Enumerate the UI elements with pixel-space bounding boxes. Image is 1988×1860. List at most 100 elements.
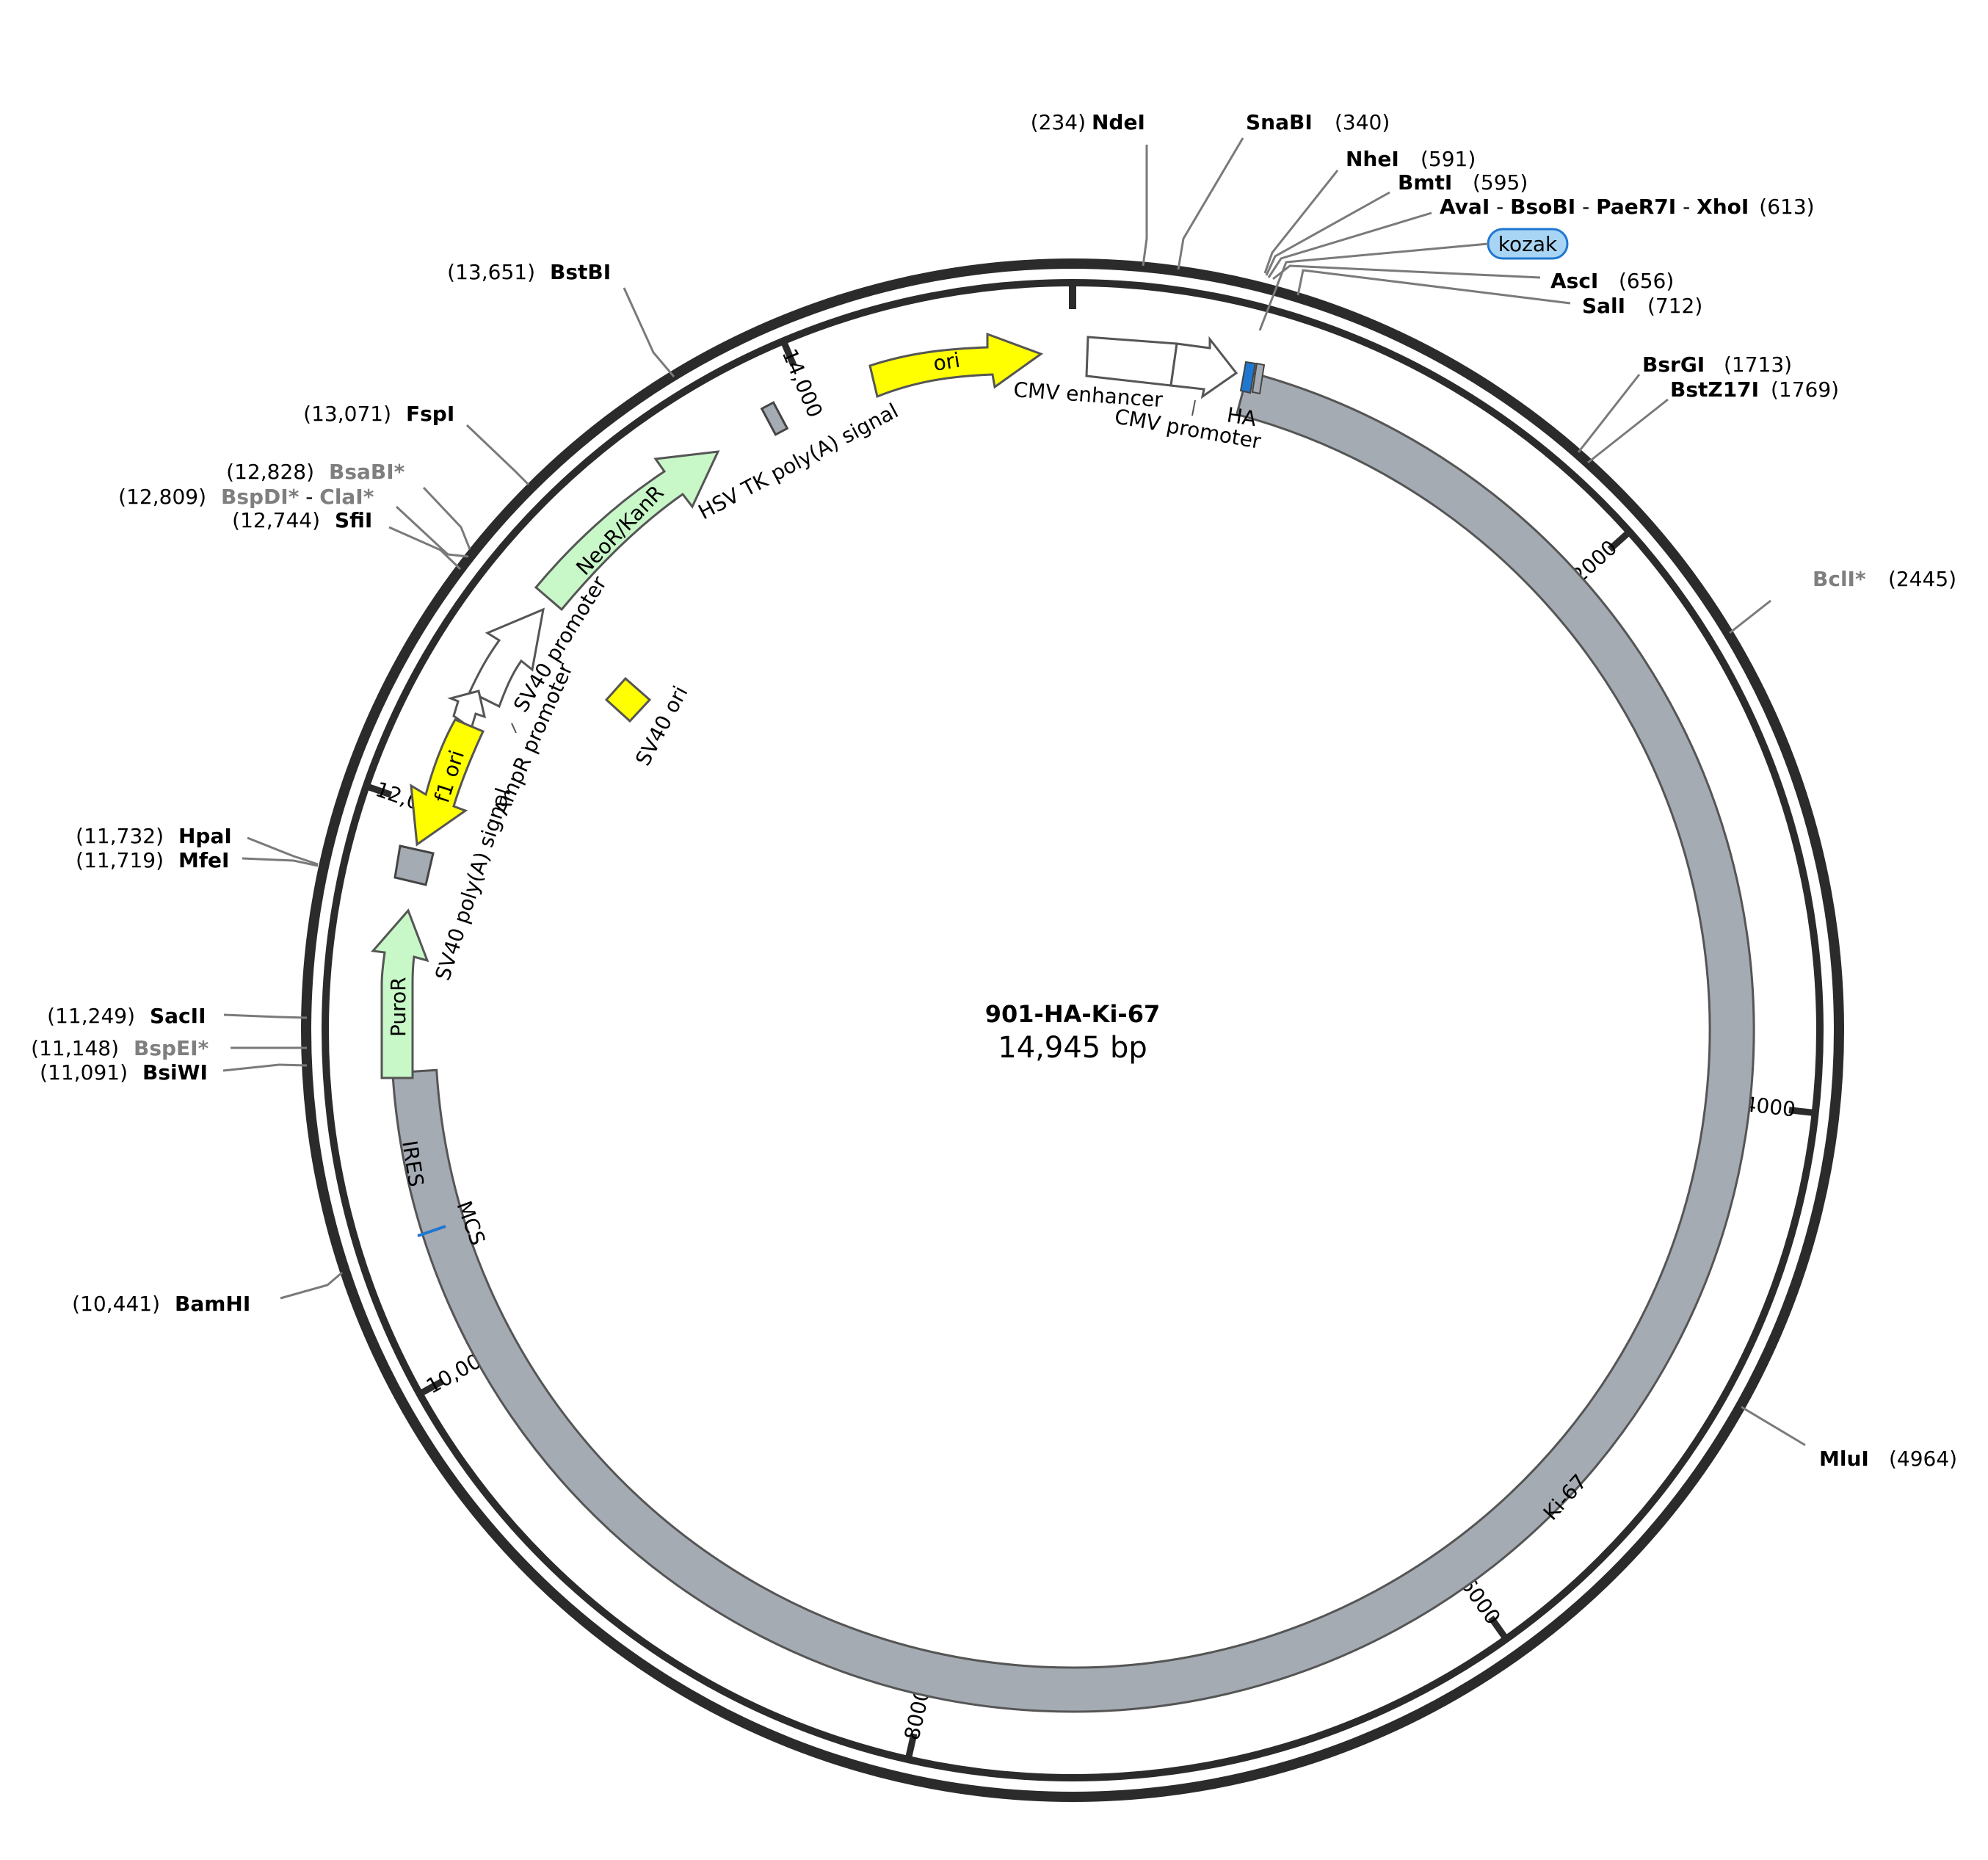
site-nhei-pos: (591): [1421, 147, 1476, 171]
site-bsiwi-name[interactable]: BsiWI: [142, 1060, 208, 1085]
puror-arrow: [371, 908, 429, 1079]
plasmid-size: 14,945 bp: [998, 1031, 1147, 1065]
site-fspi-name[interactable]: FspI: [406, 402, 454, 426]
kozak-badge: kozak: [1487, 228, 1569, 260]
site-bspdi-pos: (12,809): [118, 485, 206, 509]
site-nhei-name[interactable]: NheI: [1346, 147, 1399, 171]
site-ndei-name[interactable]: NdeI: [1092, 110, 1145, 134]
site-asci-name[interactable]: AscI: [1550, 269, 1598, 293]
site-hpai-name[interactable]: HpaI: [178, 824, 232, 848]
restriction-site-labels: (234) NdeI SnaBI (340) NheI (591) BmtI (…: [31, 110, 1957, 1471]
site-sali-pos: (712): [1647, 294, 1702, 318]
site-sali-name[interactable]: SalI: [1582, 294, 1625, 318]
puror-label: PuroR: [386, 977, 410, 1037]
ki67-gene-arc: [391, 370, 1755, 1713]
site-asci-pos: (656): [1619, 269, 1674, 293]
site-bstbi-name[interactable]: BstBI: [550, 260, 611, 284]
cmv-enhancer-arrow: [1085, 336, 1178, 387]
site-mfei-pos: (11,719): [76, 848, 164, 872]
site-sfii-name[interactable]: SfiI: [335, 508, 372, 532]
site-bstbi-pos: (13,651): [447, 260, 535, 284]
backbone-outer-ring: [301, 258, 1844, 1802]
cmv-promoter-arrow: [1169, 336, 1238, 399]
asci-leader: [1272, 264, 1541, 281]
bsiwi-leader: [222, 1063, 308, 1072]
ha-tag-marker: [1239, 361, 1266, 395]
neor-kanr-arrow: [534, 450, 720, 612]
site-bspei-name[interactable]: BspEI*: [134, 1036, 209, 1060]
sfii-leader: [388, 526, 462, 571]
tick-mark-2000: [1607, 529, 1632, 552]
site-bsrgi-name[interactable]: BsrGI: [1642, 352, 1705, 377]
f1-ori-arrow: [410, 718, 485, 847]
sacii-leader: [223, 1013, 308, 1019]
site-bmti-pos: (595): [1473, 170, 1528, 195]
tick-mark-14000: [780, 339, 797, 367]
site-snabi-name[interactable]: SnaBI: [1246, 110, 1313, 134]
site-bamhi-pos: (10,441): [72, 1292, 160, 1316]
ndei-leader: [1142, 145, 1148, 267]
fspi-leader: [465, 424, 530, 486]
hsv-tk-polya-marker: [760, 401, 789, 436]
kozak-label: kozak: [1498, 232, 1558, 256]
hsv-tk-polya-label: HSV TK poly(A) signal: [694, 399, 902, 524]
site-bsabi-pos: (12,828): [226, 460, 314, 484]
sv40-ori-marker: [604, 676, 652, 723]
ha-label: HA: [1225, 402, 1258, 431]
sv40-promoter-arrow: [468, 607, 545, 709]
bamhi-leader: [280, 1271, 343, 1300]
mfei-leader: [242, 857, 319, 867]
tick-mark-8000: [904, 1732, 918, 1761]
bsrgi-leader: [1577, 374, 1641, 453]
plasmid-name: 901-HA-Ki-67: [985, 1000, 1160, 1028]
site-hpai-pos: (11,732): [76, 824, 164, 848]
site-mlui-name[interactable]: MluI: [1819, 1447, 1869, 1471]
ori-arrow: [868, 332, 1044, 399]
site-sfii-pos: (12,744): [232, 508, 320, 532]
site-fspi-pos: (13,071): [303, 402, 391, 426]
hpai-leader: [247, 836, 319, 866]
site-sacii-name[interactable]: SacII: [150, 1004, 206, 1028]
ki67-ires-arc: [391, 370, 1755, 1713]
ori-label: ori: [932, 348, 962, 376]
backbone-inner-ring: [322, 279, 1824, 1781]
site-bsabi-name[interactable]: BsaBI*: [329, 460, 405, 484]
sali-leader: [1296, 269, 1571, 305]
cmv-promoter-leader: [1191, 399, 1196, 416]
site-bstz17i-pos: (1769): [1771, 377, 1839, 402]
site-avai[interactable]: AvaI - BsoBI - PaeR7I - XhoI(613): [1440, 195, 1815, 219]
site-ndei[interactable]: (234): [1031, 110, 1086, 134]
neor-kanr-label: NeoR/KanR: [571, 480, 668, 579]
bcli-leader: [1729, 599, 1771, 634]
mlui-leader: [1741, 1405, 1806, 1447]
sv40-polya-marker: [393, 844, 435, 886]
tick-mark-10000: [418, 1378, 445, 1397]
restriction-site-leaders: [222, 137, 1806, 1447]
bmti-leader: [1265, 191, 1390, 276]
site-mfei-name[interactable]: MfeI: [178, 848, 229, 872]
tick-mark-4000: [1788, 1107, 1816, 1117]
bspdi-leader: [395, 505, 469, 558]
bstz17i-leader: [1587, 398, 1669, 464]
site-bcli-name[interactable]: BclI*: [1813, 567, 1866, 591]
site-bamhi-name[interactable]: BamHI: [175, 1292, 250, 1316]
site-bcli-pos: (2445): [1888, 567, 1956, 591]
mcs-marker: [417, 1225, 446, 1237]
site-bsiwi-pos: (11,091): [40, 1060, 128, 1085]
site-bstz17i-name[interactable]: BstZ17I: [1670, 377, 1759, 402]
tick-label-14000: 14,000: [777, 345, 827, 421]
site-snabi-pos: (340): [1335, 110, 1390, 134]
site-bspei-pos: (11,148): [31, 1036, 119, 1060]
ampr-promoter-leader: [511, 723, 517, 734]
avai-leader: [1267, 211, 1432, 278]
site-bmti-name[interactable]: BmtI: [1398, 170, 1452, 195]
site-bsrgi-pos: (1713): [1724, 352, 1792, 377]
site-mlui-pos: (4964): [1889, 1447, 1957, 1471]
tick-mark-12000: [365, 783, 393, 798]
site-bspdi[interactable]: BspDI* - ClaI*: [221, 485, 374, 509]
bstbi-leader: [623, 287, 675, 377]
tick-mark-6000: [1488, 1615, 1509, 1641]
snabi-leader: [1177, 137, 1244, 270]
nhei-leader: [1263, 170, 1339, 274]
